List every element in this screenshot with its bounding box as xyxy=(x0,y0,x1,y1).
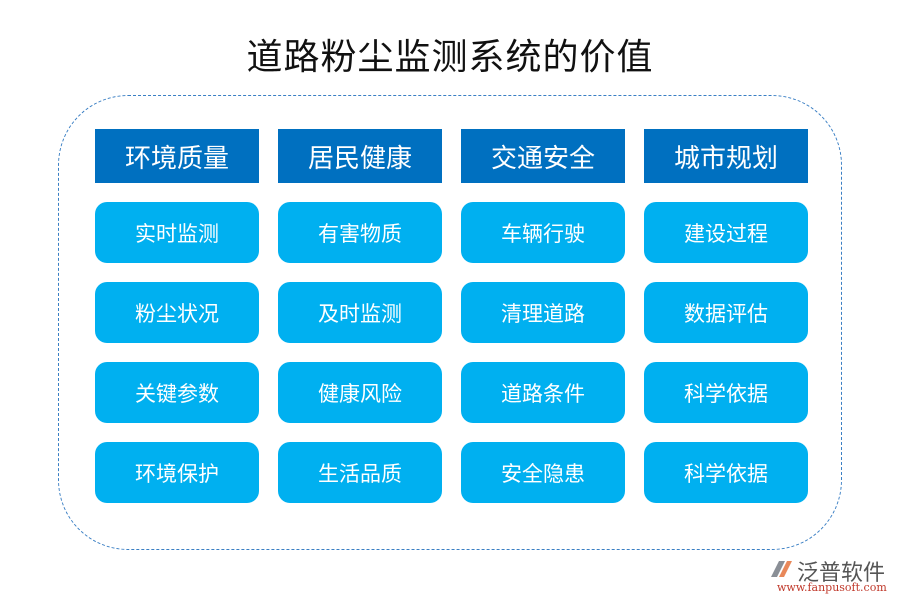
value-item: 实时监测 xyxy=(95,202,259,263)
column-traffic-safety: 交通安全 车辆行驶 清理道路 道路条件 安全隐患 xyxy=(461,129,625,503)
column-header: 交通安全 xyxy=(461,129,625,183)
dashed-frame xyxy=(58,95,842,550)
value-item: 健康风险 xyxy=(278,362,442,423)
column-header: 环境质量 xyxy=(95,129,259,183)
column-environment-quality: 环境质量 实时监测 粉尘状况 关键参数 环境保护 xyxy=(95,129,259,503)
column-resident-health: 居民健康 有害物质 及时监测 健康风险 生活品质 xyxy=(278,129,442,503)
fanpusoft-logo: 泛普软件 www.fanpusoft.com xyxy=(765,553,895,597)
logo-brand: 泛普软件 xyxy=(797,561,886,586)
value-item: 道路条件 xyxy=(461,362,625,423)
value-item: 有害物质 xyxy=(278,202,442,263)
logo-mark-icon xyxy=(771,561,792,577)
column-header: 居民健康 xyxy=(278,129,442,183)
column-urban-planning: 城市规划 建设过程 数据评估 科学依据 科学依据 xyxy=(644,129,808,503)
value-item: 科学依据 xyxy=(644,442,808,503)
value-item: 粉尘状况 xyxy=(95,282,259,343)
value-item: 环境保护 xyxy=(95,442,259,503)
value-item: 清理道路 xyxy=(461,282,625,343)
logo-url: www.fanpusoft.com xyxy=(777,581,887,594)
value-item: 建设过程 xyxy=(644,202,808,263)
value-item: 安全隐患 xyxy=(461,442,625,503)
diagram-title: 道路粉尘监测系统的价值 xyxy=(246,37,654,78)
value-item: 数据评估 xyxy=(644,282,808,343)
value-item: 及时监测 xyxy=(278,282,442,343)
value-item: 科学依据 xyxy=(644,362,808,423)
column-header: 城市规划 xyxy=(644,129,808,183)
value-item: 生活品质 xyxy=(278,442,442,503)
value-item: 车辆行驶 xyxy=(461,202,625,263)
value-item: 关键参数 xyxy=(95,362,259,423)
